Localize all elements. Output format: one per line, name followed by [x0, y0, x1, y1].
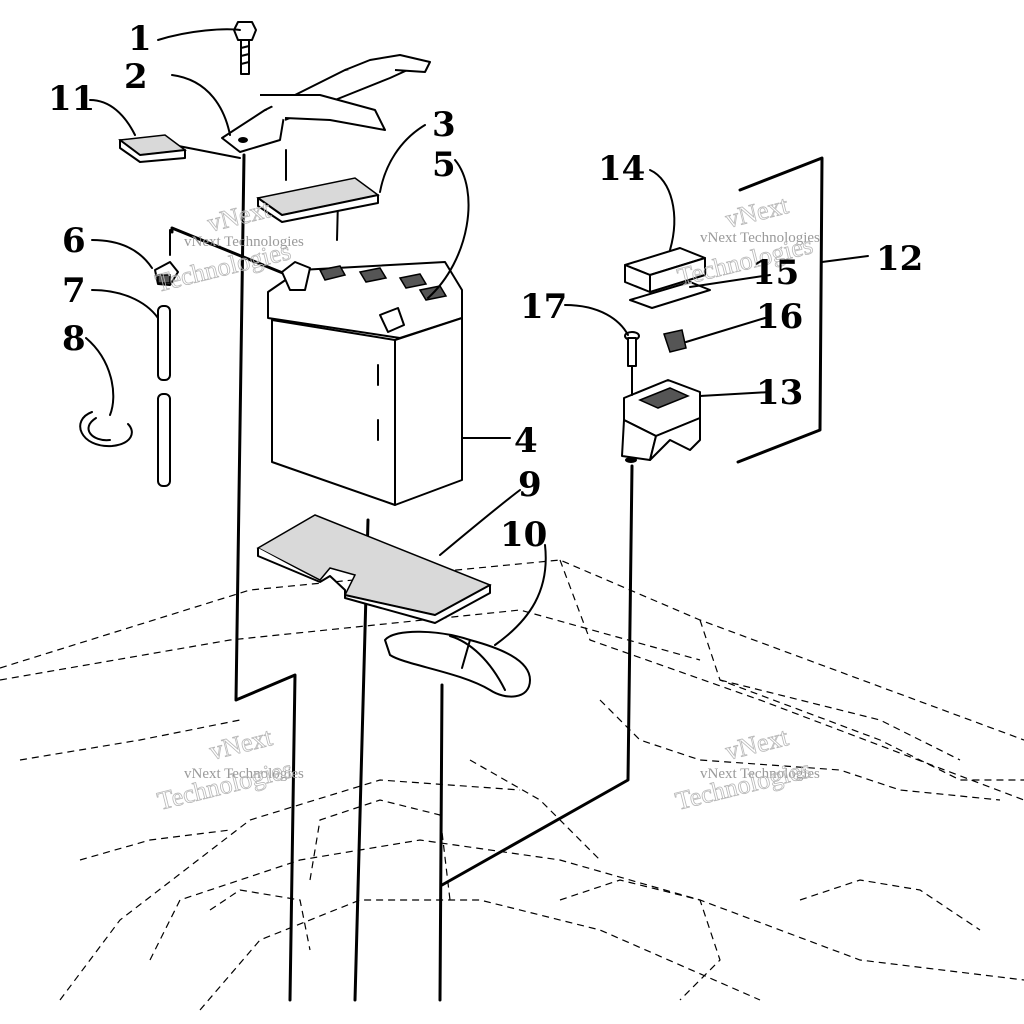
watermark-text: vNext Technologies — [184, 234, 304, 250]
part-9-tray-pad — [256, 514, 492, 624]
part-13-fuse-holder — [621, 379, 701, 463]
part-16-fuse — [663, 329, 687, 353]
callout-5: 5 — [432, 145, 456, 185]
watermark-lower-left: vNext Technologies vNext Technologies — [154, 722, 304, 816]
callout-8: 8 — [62, 319, 86, 359]
callout-9: 9 — [518, 465, 542, 505]
vehicle-frame-outline — [0, 559, 1024, 1011]
callout-2: 2 — [124, 57, 148, 97]
watermark-text: vNext Technologies — [700, 230, 820, 246]
watermark-text: vNext Technologies — [700, 766, 820, 782]
part-10-boot — [384, 630, 531, 698]
watermark-lower-right: vNext Technologies vNext Technologies — [672, 722, 820, 816]
callout-1: 1 — [128, 19, 152, 59]
part-15-label — [629, 281, 711, 309]
callout-16: 16 — [756, 297, 803, 337]
part-2-hold-down-strap — [221, 54, 431, 153]
callout-6: 6 — [62, 221, 86, 261]
part-6-elbow — [154, 261, 179, 286]
watermark-text: vNext — [722, 190, 791, 234]
leader-lines — [85, 28, 869, 646]
part-14-cover — [624, 247, 706, 293]
callout-12: 12 — [876, 239, 923, 279]
callout-3: 3 — [432, 105, 456, 145]
watermark-text: vNext Technologies — [184, 766, 304, 782]
part-3-pad — [256, 177, 380, 223]
part-11-pad — [118, 134, 187, 163]
callout-7: 7 — [62, 271, 86, 311]
watermark-text: vNext — [204, 194, 273, 238]
part-8-clip — [79, 411, 133, 448]
watermark-text: vNext — [722, 722, 791, 766]
watermark-text: Technologies — [154, 754, 295, 816]
callout-10: 10 — [500, 515, 547, 555]
callout-4: 4 — [514, 421, 538, 461]
callout-13: 13 — [756, 373, 803, 413]
part-7-vent-tube — [157, 305, 171, 487]
callout-14: 14 — [598, 149, 645, 189]
callout-labels: 1 2 3 4 5 6 7 8 9 10 11 12 13 14 15 16 1… — [48, 19, 923, 555]
callout-15: 15 — [752, 253, 799, 293]
part-17-screw — [624, 331, 640, 396]
callout-17: 17 — [520, 287, 567, 327]
callout-11: 11 — [48, 79, 95, 119]
part-4-battery — [267, 261, 463, 506]
